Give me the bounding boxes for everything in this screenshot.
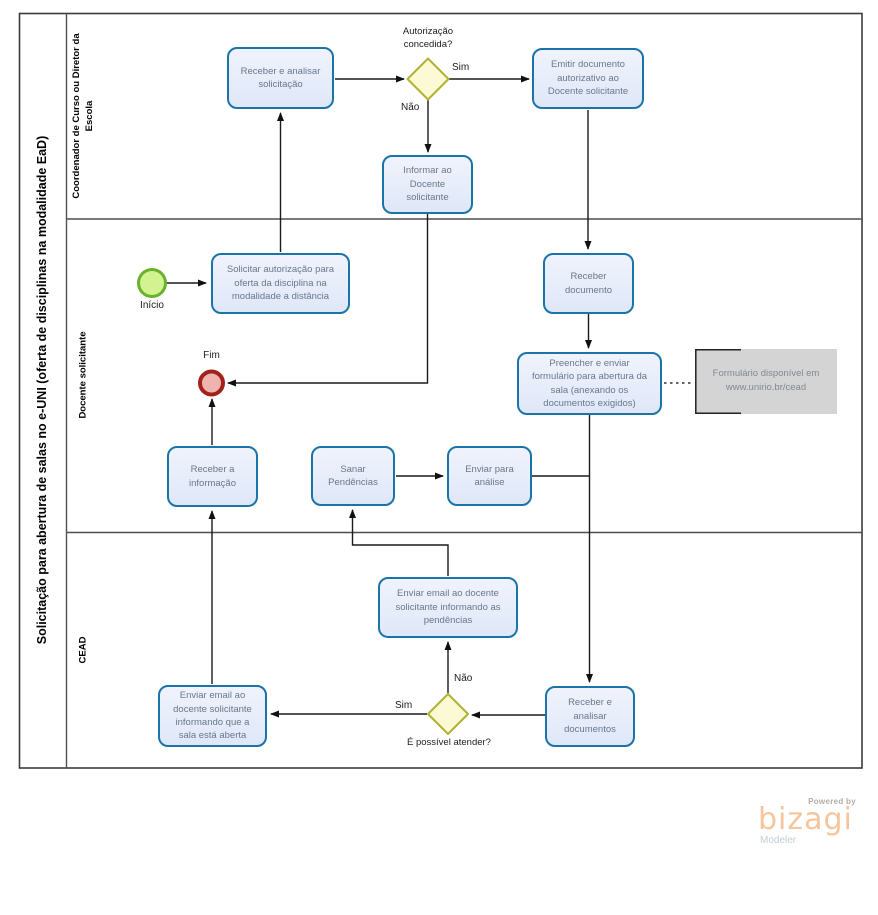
- gateway-possivel-atender[interactable]: [427, 693, 469, 735]
- start-event[interactable]: [137, 268, 167, 298]
- task-preencher-enviar-formulario[interactable]: Preencher e enviar formulário para abert…: [517, 352, 662, 415]
- task-receber-documento[interactable]: Receber documento: [543, 253, 634, 314]
- powered-by-text: Powered by: [808, 797, 856, 806]
- task-label: Informar ao Docente solicitante: [403, 165, 452, 204]
- task-receber-analisar-solicitacao[interactable]: Receber e analisar solicitação: [227, 47, 334, 109]
- task-receber-analisar-documentos[interactable]: Receber e analisar documentos: [545, 686, 635, 747]
- task-enviar-para-analise[interactable]: Enviar para análise: [447, 446, 532, 506]
- gateway1-yes-label: Sim: [452, 62, 470, 73]
- end-event-label: Fim: [203, 350, 220, 361]
- task-informar-docente-solicitante[interactable]: Informar ao Docente solicitante: [382, 155, 473, 214]
- task-label: Receber e analisar solicitação: [240, 65, 321, 90]
- task-label: Enviar email ao docente solicitante info…: [173, 690, 252, 742]
- modeler-text: Modeler: [760, 834, 797, 846]
- gateway2-yes-label: Sim: [395, 700, 413, 711]
- task-enviar-email-sala-aberta[interactable]: Enviar email ao docente solicitante info…: [158, 685, 267, 747]
- pool-border: [18, 12, 863, 769]
- bizagi-wordmark: bizagi: [758, 802, 853, 837]
- annotation-formulario-text: Formulário disponível em www.unirio.br/c…: [712, 368, 820, 393]
- annotation-bracket: [695, 349, 741, 414]
- task-solicitar-autorizacao[interactable]: Solicitar autorização para oferta da dis…: [211, 253, 350, 314]
- task-label: Enviar para análise: [465, 463, 514, 488]
- task-label: Emitir documento autorizativo ao Docente…: [547, 59, 629, 98]
- task-label: Receber documento: [564, 271, 612, 296]
- task-label: Sanar Pendências: [328, 463, 378, 488]
- end-event[interactable]: [198, 369, 225, 397]
- task-enviar-email-pendencias[interactable]: Enviar email ao docente solicitante info…: [378, 577, 518, 638]
- gateway2-no-label: Não: [454, 673, 473, 684]
- task-label: Receber e analisar documentos: [564, 697, 616, 736]
- task-receber-informacao[interactable]: Receber a informação: [167, 446, 258, 507]
- bizagi-logo: Powered by bizagi Modeler: [756, 797, 856, 846]
- lane-label-cead: CEAD: [77, 636, 89, 664]
- gateway1-question-label: Autorização concedida?: [402, 26, 454, 51]
- task-label: Solicitar autorização para oferta da dis…: [226, 264, 335, 303]
- flow-pendencias-sanar: [349, 509, 449, 576]
- lane-label-coordenador: Coordenador de Curso ou Diretor da Escol…: [71, 33, 95, 199]
- pool-title: Solicitação para abertura de salas no e-…: [35, 135, 49, 645]
- task-sanar-pendencias[interactable]: Sanar Pendências: [311, 446, 395, 506]
- gateway-autorizacao-concedida[interactable]: [406, 57, 450, 101]
- task-emitir-documento-autorizativo[interactable]: Emitir documento autorizativo ao Docente…: [532, 48, 644, 109]
- gateway2-question-label: É possível atender?: [407, 737, 491, 748]
- task-label: Receber a informação: [189, 464, 236, 489]
- annotation-box[interactable]: [695, 349, 837, 414]
- gateway1-no-label: Não: [401, 102, 420, 113]
- flow-informar-fim: [227, 214, 429, 387]
- start-event-label: Início: [140, 300, 164, 311]
- task-label: Enviar email ao docente solicitante info…: [395, 588, 501, 627]
- task-label: Preencher e enviar formulário para abert…: [531, 357, 648, 409]
- lane-label-docente: Docente solicitante: [77, 331, 89, 419]
